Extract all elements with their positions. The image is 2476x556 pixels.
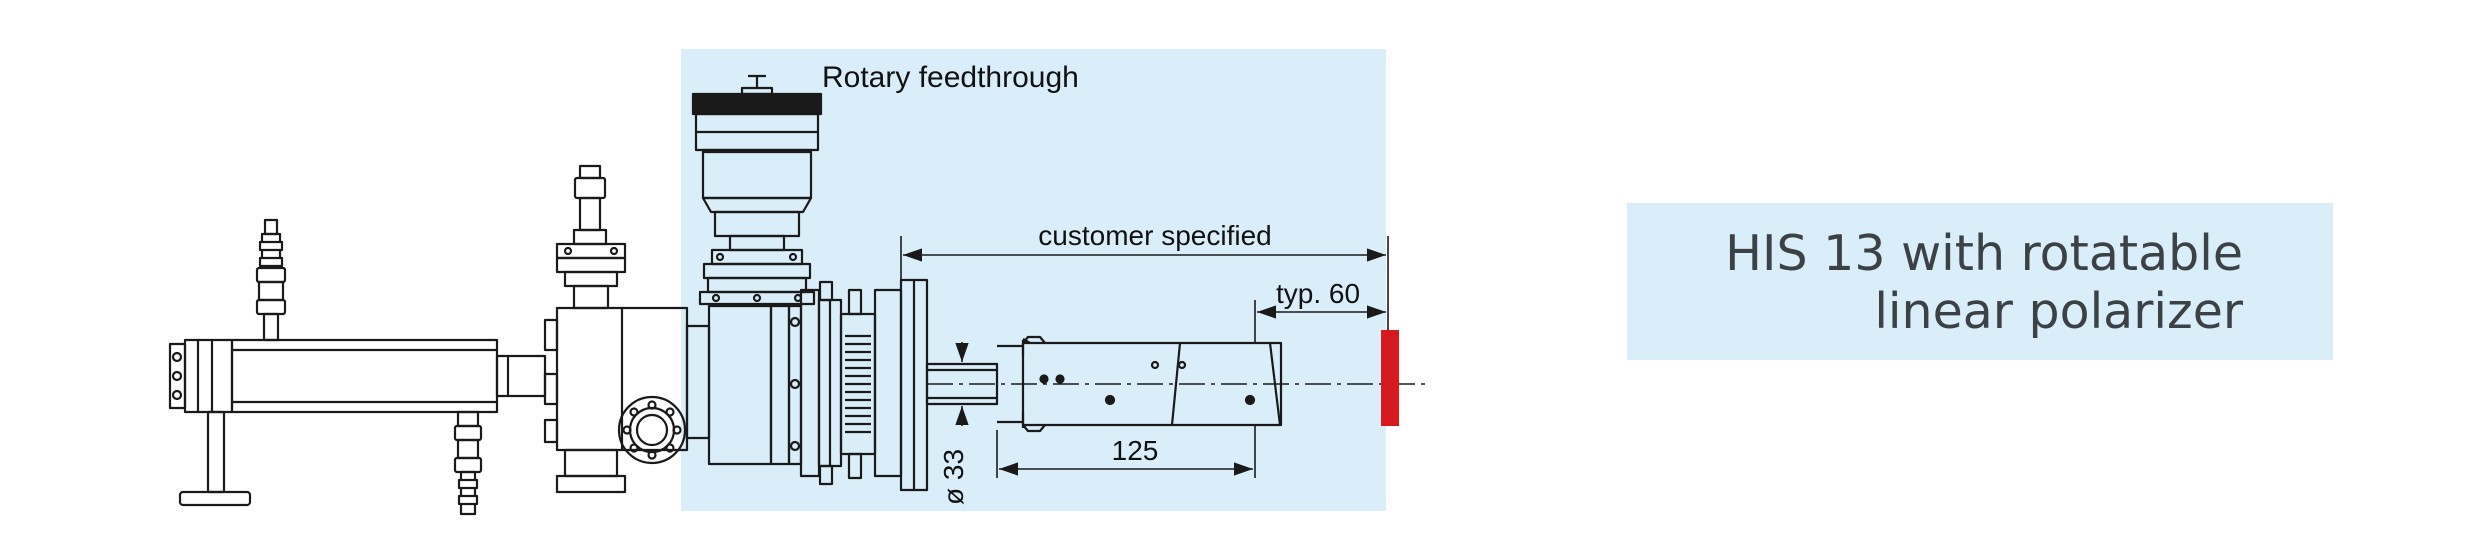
rotary-feedthrough	[691, 74, 823, 306]
dimension-lines	[900, 236, 1389, 478]
dim-length-125: 125	[1112, 435, 1159, 466]
title-box: HIS 13 with rotatable linear polarizer	[1627, 203, 2333, 360]
page-title: HIS 13 with rotatable linear polarizer	[1725, 225, 2243, 341]
title-line-1: HIS 13 with rotatable	[1725, 225, 2243, 282]
dim-customer-specified: customer specified	[1038, 220, 1271, 251]
gas-inlet-assembly	[168, 218, 547, 516]
highlight-region	[681, 49, 1386, 511]
polarizer-element	[1381, 330, 1399, 426]
label-rotary-feedthrough: Rotary feedthrough	[822, 61, 1079, 94]
dim-diameter-33: ø 33	[938, 449, 969, 505]
dim-typ-60: typ. 60	[1276, 278, 1360, 309]
title-line-2: linear polarizer	[1874, 283, 2243, 340]
